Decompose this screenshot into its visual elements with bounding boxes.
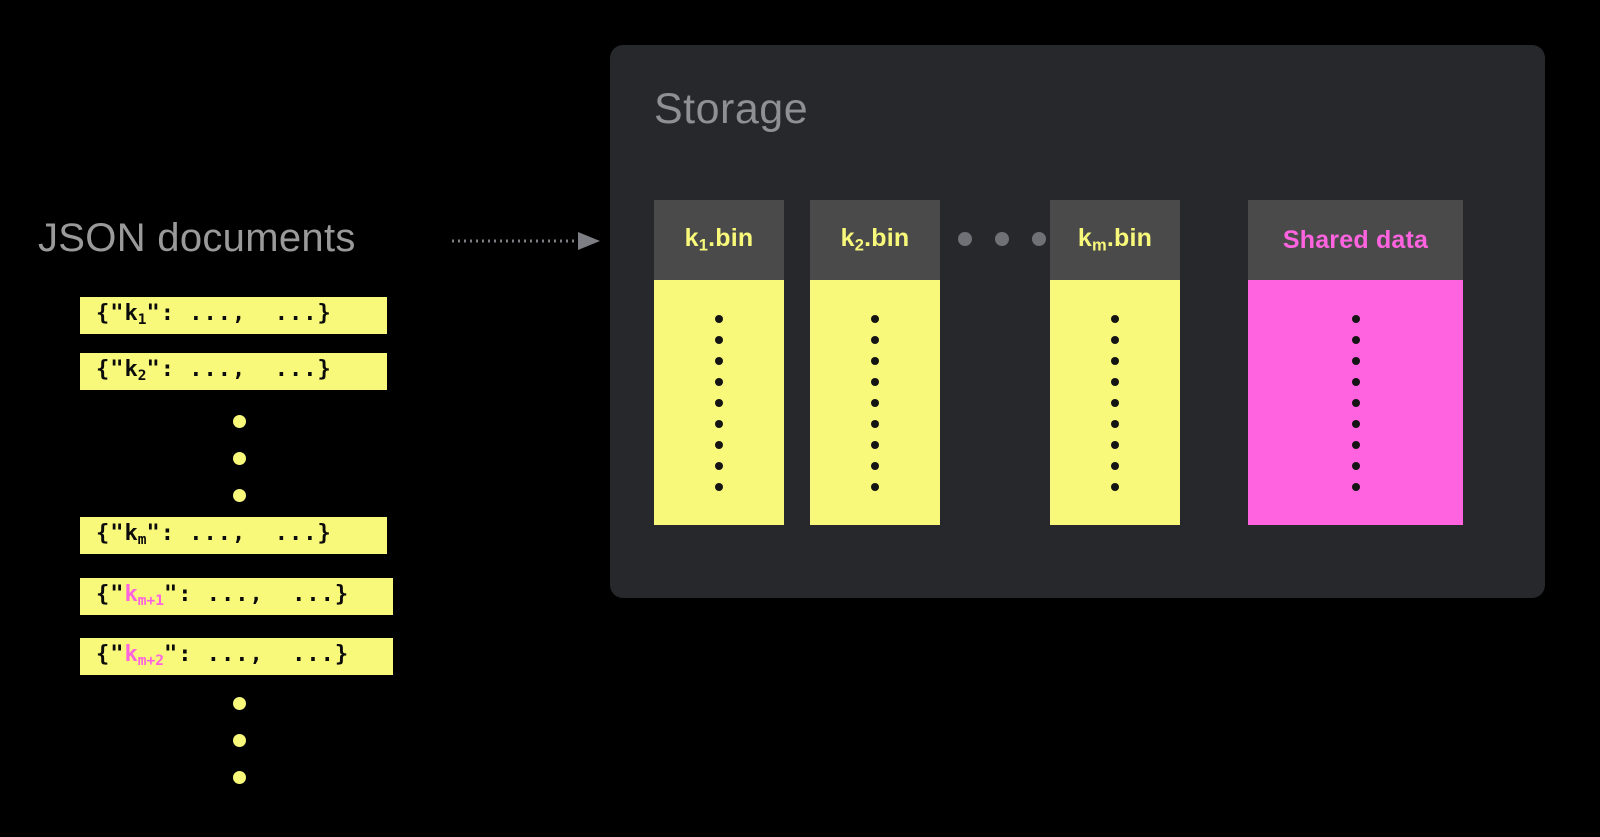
record-dot xyxy=(1111,335,1119,344)
record-dot xyxy=(1351,335,1360,344)
storage-bin: k2.bin xyxy=(810,200,940,525)
record-dot xyxy=(1111,419,1119,428)
storage-bin: k1.bin xyxy=(654,200,784,525)
record-dot xyxy=(1111,461,1119,470)
record-dot xyxy=(1351,314,1360,323)
bin-label: k1.bin xyxy=(684,224,754,255)
record-dot xyxy=(871,398,879,407)
record-dot xyxy=(871,440,879,449)
bin-header: km.bin xyxy=(1050,200,1180,280)
record-dot xyxy=(715,398,723,407)
record-dot xyxy=(1351,398,1360,407)
record-dot xyxy=(871,356,879,365)
ellipsis-dot xyxy=(232,452,246,465)
record-dot xyxy=(1351,356,1360,365)
record-dot xyxy=(1111,398,1119,407)
bin-body xyxy=(1050,280,1180,525)
bin-label: km.bin xyxy=(1077,224,1153,255)
documents-ellipsis-lower xyxy=(232,697,246,784)
record-dot xyxy=(1351,482,1360,491)
doc-text: {"km+2": ..., ...} xyxy=(96,642,350,670)
record-dot xyxy=(1111,482,1119,491)
bin-body xyxy=(654,280,784,525)
record-dot xyxy=(1351,461,1360,470)
doc-text: {"km+1": ..., ...} xyxy=(96,582,350,610)
record-dot xyxy=(871,377,879,386)
record-dot xyxy=(871,482,879,491)
record-dot xyxy=(871,461,879,470)
bin-label: k2.bin xyxy=(840,224,910,255)
doc-text: {"k2": ..., ...} xyxy=(96,357,332,385)
documents-ellipsis-upper xyxy=(232,415,246,502)
json-document-row: {"k2": ..., ...} xyxy=(80,353,387,390)
ellipsis-dot xyxy=(232,415,246,428)
ellipsis-dot xyxy=(232,734,246,747)
ellipsis-dot xyxy=(995,232,1009,246)
storage-bin: km.bin xyxy=(1050,200,1180,525)
json-document-row: {"km+2": ..., ...} xyxy=(80,638,393,675)
record-dot xyxy=(715,419,723,428)
json-document-row: {"km": ..., ...} xyxy=(80,517,387,554)
doc-text: {"k1": ..., ...} xyxy=(96,301,332,329)
record-dot xyxy=(1111,377,1119,386)
doc-text: {"km": ..., ...} xyxy=(96,521,332,549)
storage-bin-shared: Shared data xyxy=(1248,200,1463,525)
bin-body xyxy=(1248,280,1463,525)
record-dot xyxy=(1111,356,1119,365)
ellipsis-dot xyxy=(232,771,246,784)
bins-ellipsis xyxy=(958,232,1046,246)
record-dot xyxy=(715,482,723,491)
record-dot xyxy=(715,356,723,365)
json-document-row: {"k1": ..., ...} xyxy=(80,297,387,334)
record-dot xyxy=(715,335,723,344)
record-dot xyxy=(871,314,879,323)
record-dot xyxy=(715,461,723,470)
flow-arrow-icon xyxy=(452,232,600,250)
bin-body xyxy=(810,280,940,525)
record-dot xyxy=(1111,314,1119,323)
record-dot xyxy=(715,440,723,449)
record-dot xyxy=(715,314,723,323)
record-dot xyxy=(1351,419,1360,428)
record-dot xyxy=(1111,440,1119,449)
json-documents-label: JSON documents xyxy=(38,216,356,260)
bin-label: Shared data xyxy=(1282,225,1429,254)
ellipsis-dot xyxy=(958,232,972,246)
record-dot xyxy=(871,419,879,428)
ellipsis-dot xyxy=(232,489,246,502)
bin-header: k1.bin xyxy=(654,200,784,280)
record-dot xyxy=(1351,377,1360,386)
json-document-row: {"km+1": ..., ...} xyxy=(80,578,393,615)
storage-panel: Storage k1.bin k2.bin km.bi xyxy=(610,45,1545,598)
bin-header: Shared data xyxy=(1248,200,1463,280)
ellipsis-dot xyxy=(232,697,246,710)
record-dot xyxy=(715,377,723,386)
storage-title: Storage xyxy=(654,85,809,133)
record-dot xyxy=(871,335,879,344)
ellipsis-dot xyxy=(1032,232,1046,246)
record-dot xyxy=(1351,440,1360,449)
bin-header: k2.bin xyxy=(810,200,940,280)
